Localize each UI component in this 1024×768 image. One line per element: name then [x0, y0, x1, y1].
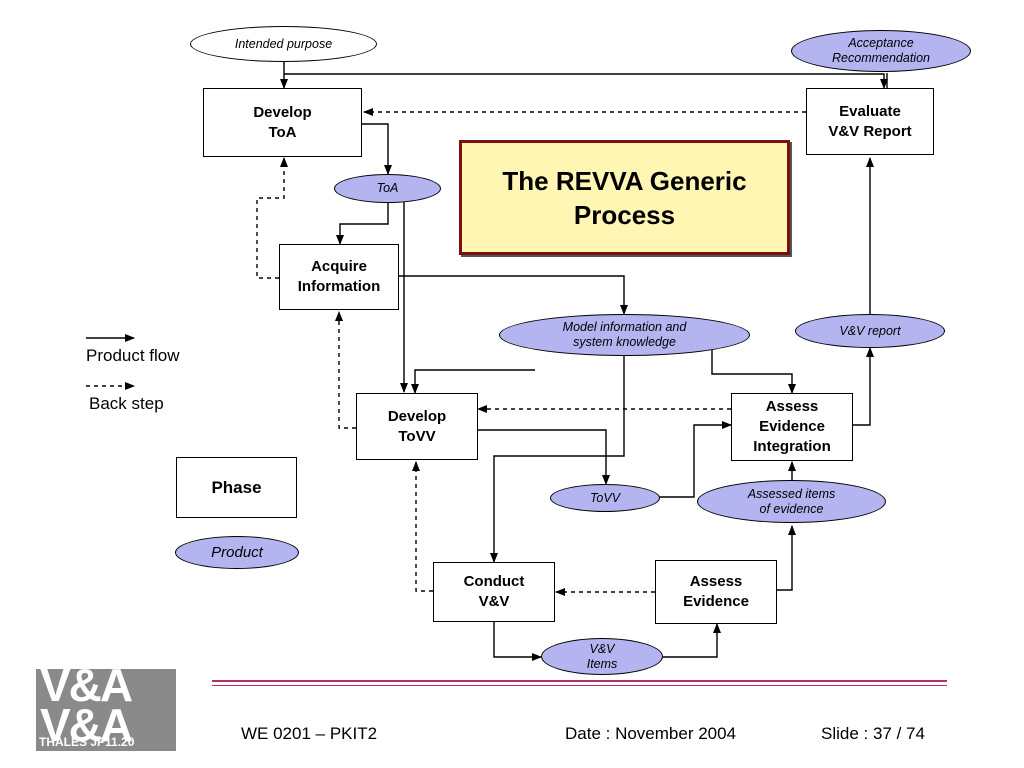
- product-intended-purpose: Intended purpose: [190, 26, 377, 62]
- product-toa: ToA: [334, 174, 441, 203]
- footer-slide-number: Slide : 37 / 74: [821, 724, 925, 743]
- phase-evaluate-vv-report: Evaluate V&V Report: [806, 88, 934, 155]
- footer-rule-bottom: [212, 685, 947, 686]
- product-tovv: ToVV: [550, 484, 660, 512]
- footer-date: Date : November 2004: [565, 724, 737, 743]
- phase-assess-evidence-integration: Assess Evidence Integration: [731, 393, 853, 461]
- product-vv-report: V&V report: [795, 314, 945, 348]
- legend-product-ellipse: Product: [175, 536, 299, 569]
- flow-acquire-to-model-info: [398, 275, 628, 315]
- product-model-information: Model information and system knowledge: [499, 314, 750, 356]
- legend-back-step-label: Back step: [89, 394, 164, 413]
- va-logo-caption: THALES JP11.20: [39, 735, 135, 749]
- flow-develop-toa-to-toa: [362, 123, 392, 175]
- product-acceptance-recommendation: Acceptance Recommendation: [791, 30, 971, 72]
- flow-vv-items-to-assess: [662, 623, 721, 658]
- footer-rule-top: [212, 680, 947, 682]
- phase-develop-tovv: Develop ToVV: [356, 393, 478, 460]
- flow-conduct-to-vv-items: [493, 622, 542, 661]
- flow-toa-to-acquire: [336, 202, 389, 245]
- diagram-title: The REVVA Generic Process: [459, 140, 790, 255]
- flow-integration-to-vv-report: [852, 347, 874, 426]
- flow-develop-tovv-to-tovv: [478, 429, 610, 485]
- phase-assess-evidence: Assess Evidence: [655, 560, 777, 624]
- phase-conduct-vv: Conduct V&V: [433, 562, 555, 622]
- flow-model-info-to-develop-tovv: [411, 369, 535, 394]
- flow-model-info-to-conduct: [490, 356, 625, 563]
- legend-product-flow-label: Product flow: [86, 346, 180, 365]
- phase-develop-toa: Develop ToA: [203, 88, 362, 157]
- flow-tovv-to-assess-integration: [659, 421, 732, 498]
- phase-acquire-information: Acquire Information: [279, 244, 399, 310]
- product-assessed-items: Assessed items of evidence: [697, 480, 886, 523]
- back-develop-tovv-to-acquire: [335, 311, 356, 429]
- footer-doc-id: WE 0201 – PKIT2: [241, 724, 378, 743]
- va-logo: V&A V&A THALES JP11.20: [36, 662, 176, 751]
- flow-model-info-to-assess-integration: [711, 350, 796, 394]
- va-logo-text: V&A V&A: [40, 659, 133, 751]
- product-vv-items: V&V Items: [541, 638, 663, 675]
- back-conduct-to-develop-tovv: [412, 461, 433, 592]
- legend-phase-box: Phase: [176, 457, 297, 518]
- flow-top-line: [284, 73, 888, 89]
